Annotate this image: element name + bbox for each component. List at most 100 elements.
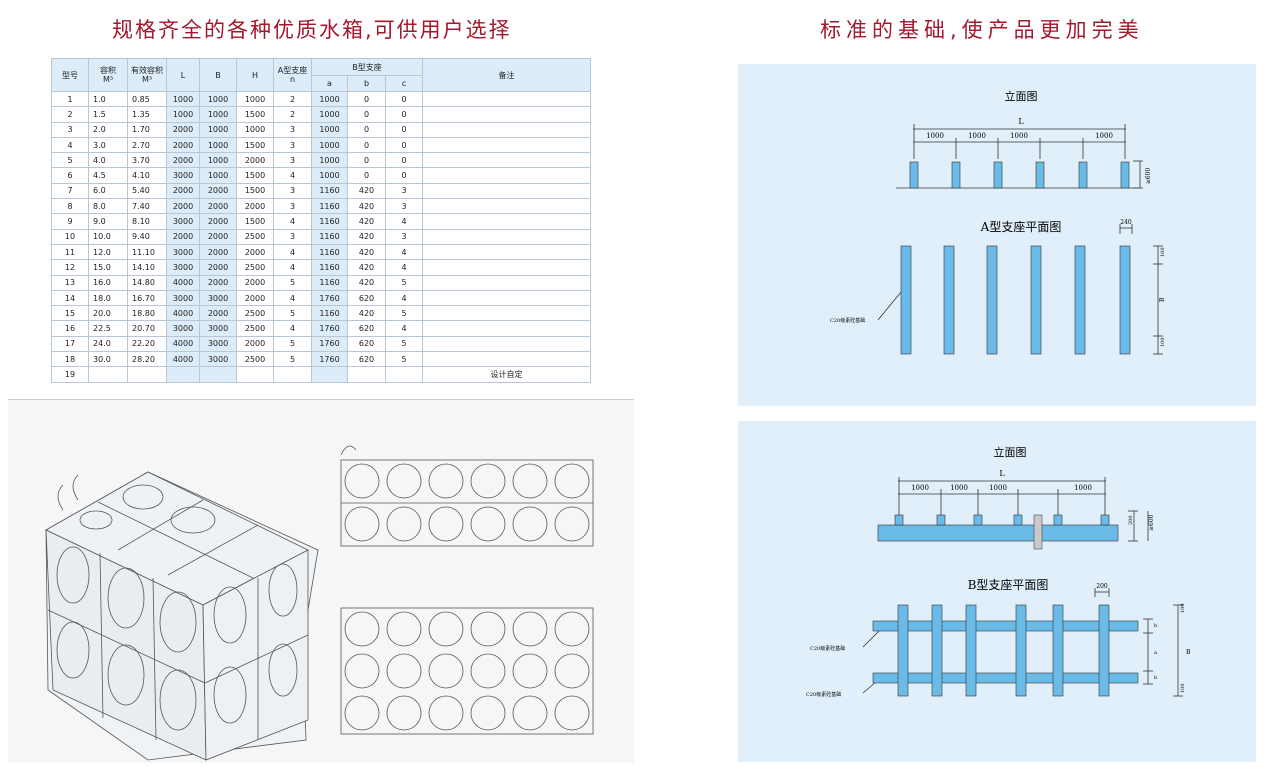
b-dim-3: 1000 — [989, 484, 1007, 492]
table-cell: 5 — [273, 351, 312, 368]
b-pipe-section — [1033, 514, 1043, 550]
b-elevation-post — [1053, 514, 1063, 526]
table-cell: 4 — [51, 136, 89, 154]
table-cell: 420 — [347, 198, 386, 215]
table-cell: 5 — [273, 274, 312, 291]
table-cell: 16.0 — [88, 274, 128, 291]
table-cell: 620 — [347, 320, 386, 337]
table-cell: 8.0 — [88, 198, 128, 215]
table-cell: 2 — [273, 106, 312, 123]
table-cell: 4 — [273, 167, 312, 184]
b-height-small: 200 — [1128, 515, 1134, 525]
table-cell: 3.0 — [88, 136, 128, 154]
table-cell: 2000 — [236, 243, 274, 261]
table-cell: 5 — [273, 305, 312, 322]
table-cell: 14 — [51, 289, 89, 307]
table-cell: 1.5 — [88, 106, 128, 123]
table-cell: 1000 — [236, 121, 274, 138]
b-side-b2: b — [1154, 675, 1157, 681]
table-cell: 2000 — [166, 121, 200, 138]
table-cell: 4 — [273, 259, 312, 276]
table-cell: 620 — [347, 289, 386, 307]
table-cell: 2.0 — [88, 121, 128, 138]
table-cell: 4 — [384, 243, 424, 261]
table-cell: 14.80 — [127, 274, 167, 291]
b-type-support-panel: 立面图 L 1000 1000 1000 1000 200 ≥600 B型支座平… — [738, 421, 1256, 762]
table-cell — [422, 305, 592, 322]
table-cell: 5 — [273, 335, 312, 353]
a-plan-column — [900, 245, 912, 355]
tank-panel-circle — [386, 695, 422, 731]
table-cell: 2500 — [236, 259, 274, 276]
table-cell — [422, 274, 592, 291]
table-cell: 0 — [384, 121, 424, 138]
table-cell — [347, 366, 386, 383]
b-plan-beam — [872, 620, 1139, 632]
table-cell: 30.0 — [88, 351, 128, 368]
table-cell: 2000 — [199, 198, 237, 215]
table-cell: 0 — [384, 106, 424, 123]
table-cell — [422, 320, 592, 337]
b-plan-beam — [872, 672, 1139, 684]
a-side-top: 100 — [1160, 247, 1166, 257]
table-cell: 420 — [347, 274, 386, 291]
table-cell: 16 — [51, 320, 89, 337]
table-cell: 3000 — [166, 289, 200, 307]
tank-panel-circle — [428, 463, 464, 499]
table-cell: 1500 — [236, 106, 274, 123]
a-dim-3: 1000 — [1010, 132, 1028, 140]
table-cell: 22.5 — [88, 320, 128, 337]
tank-panel-circle — [554, 695, 590, 731]
a-elevation-column — [1120, 161, 1130, 189]
b-plan-grid — [872, 604, 1139, 697]
tank-panel-circle — [428, 506, 464, 542]
b-elevation-post — [973, 514, 983, 526]
tank-panel-circle — [554, 506, 590, 542]
table-cell: 19 — [51, 366, 89, 383]
table-cell: 2000 — [236, 289, 274, 307]
table-cell: 1760 — [311, 320, 348, 337]
b-type-drawing: 立面图 L 1000 1000 1000 1000 200 ≥600 B型支座平… — [806, 445, 1191, 698]
table-cell: 6 — [51, 167, 89, 184]
table-cell: 3000 — [166, 259, 200, 276]
table-cell: 1160 — [311, 182, 348, 200]
table-cell — [311, 366, 348, 383]
b-callout-bottom: C20级素砼基础 — [806, 691, 841, 698]
table-cell: 4 — [273, 243, 312, 261]
tank-panel-circle — [470, 695, 506, 731]
table-cell: 4.5 — [88, 167, 128, 184]
table-cell: 10 — [51, 228, 89, 245]
table-cell: 4000 — [166, 351, 200, 368]
table-cell: 1160 — [311, 198, 348, 215]
table-cell: 1.0 — [88, 90, 128, 108]
tank-panel-circle — [470, 611, 506, 647]
header-b-support: B型支座 — [310, 58, 424, 76]
table-cell: 3 — [273, 198, 312, 215]
table-cell: 1000 — [311, 121, 348, 138]
b-dim-4: 1000 — [1074, 484, 1092, 492]
table-cell: 5 — [384, 274, 424, 291]
table-cell: 12 — [51, 259, 89, 276]
table-cell — [422, 152, 592, 169]
b-side-B: B — [1186, 649, 1191, 656]
table-cell — [166, 366, 200, 383]
table-cell: 420 — [347, 259, 386, 276]
table-cell: 1000 — [166, 106, 200, 123]
table-cell: 1000 — [236, 90, 274, 108]
b-callout-top: C20级素砼基础 — [810, 645, 845, 652]
a-elevation-column — [909, 161, 919, 189]
tank-panel-circle — [470, 506, 506, 542]
table-cell: 10.0 — [88, 228, 128, 245]
table-cell: 1760 — [311, 289, 348, 307]
tank-panel-circle — [386, 463, 422, 499]
